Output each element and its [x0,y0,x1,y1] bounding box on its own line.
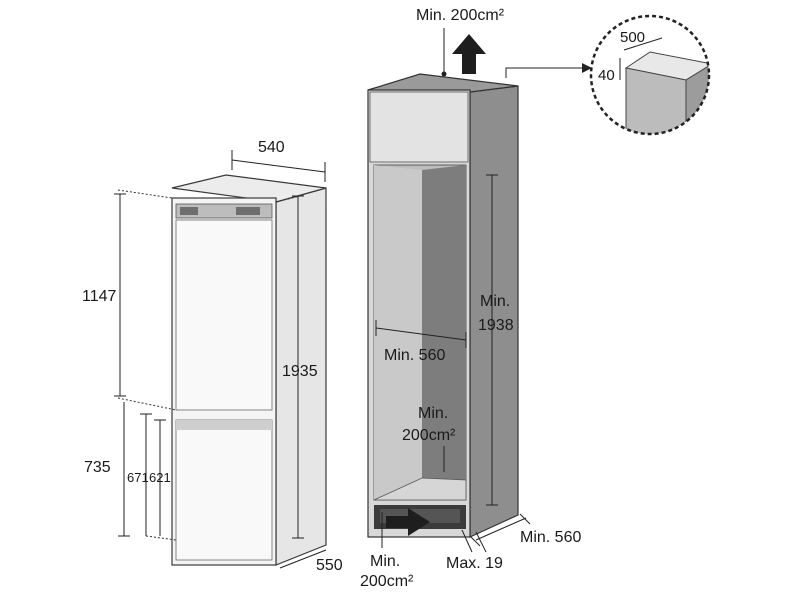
cabinet-side-panel [469,85,519,538]
cabinet-housing: Min. 200cm² Min. 1938 Min. 560 Min. 200c… [360,7,592,590]
dim-guide [117,189,173,199]
cabinet-inner-left [374,165,422,500]
detail-leader-arrowhead [582,63,592,73]
fridge-appliance: 540 1147 735 671 621 1935 550 [82,139,343,574]
vent-detail-callout: 500 40 [589,14,711,136]
bottom-vent-label-2: 200cm² [360,573,414,590]
top-vent-arrow [452,34,486,74]
fridge-upper-height-label: 1147 [82,288,117,305]
fridge-door-lower-b-label: 621 [149,470,171,485]
inner-height-label-1: Min. [480,293,510,310]
plinth-leader [461,529,473,553]
dim-tick [469,535,481,547]
fridge-door-lower-a-label: 671 [127,470,149,485]
detail-width-label: 500 [620,29,645,46]
cabinet-depth-label: Min. 560 [520,529,581,546]
dim-tick [519,513,531,525]
detail-leader [505,67,582,78]
inner-height-label-2: 1938 [478,317,514,334]
detail-circle-border [589,14,711,136]
inner-vent-label-2: 200cm² [402,427,456,444]
dim-guide [117,397,177,411]
fridge-top-face [171,174,327,203]
hinge-block-right [236,207,260,215]
dim-line-width [231,159,326,173]
detail-height-label: 40 [598,67,615,84]
dim-guide [275,195,301,203]
bottom-vent-arrow [386,508,430,536]
cabinet-upper-panel [369,91,469,163]
cabinet-inner-back [422,165,466,480]
fridge-width-label: 540 [258,139,285,156]
fridge-depth-label: 550 [316,557,343,574]
top-vent-label: Min. 200cm² [416,7,505,24]
fridge-height-label: 1935 [282,363,318,380]
leader-dot [441,71,447,77]
cabinet-top-face [367,73,519,93]
dim-line-depth [279,549,327,569]
bottom-vent-label-1: Min. [370,553,400,570]
fridge-upper-door [175,219,273,411]
inner-width-label: Min. 560 [384,347,445,364]
lower-door-hinge-strip [176,420,272,430]
detail-width-dim [623,37,663,51]
cabinet-floor [373,477,467,501]
hinge-block-left [180,207,198,215]
dim-line-inner-width [375,327,467,341]
dim-guide [145,535,177,541]
detail-front-face [625,67,687,134]
dim-line-cabinet-depth [475,517,527,541]
plinth-label: Max. 19 [446,555,503,572]
plinth-leader [475,531,487,553]
fridge-lower-door [175,419,273,561]
inner-vent-label-1: Min. [418,405,448,422]
fridge-lower-height-label: 735 [84,459,111,476]
